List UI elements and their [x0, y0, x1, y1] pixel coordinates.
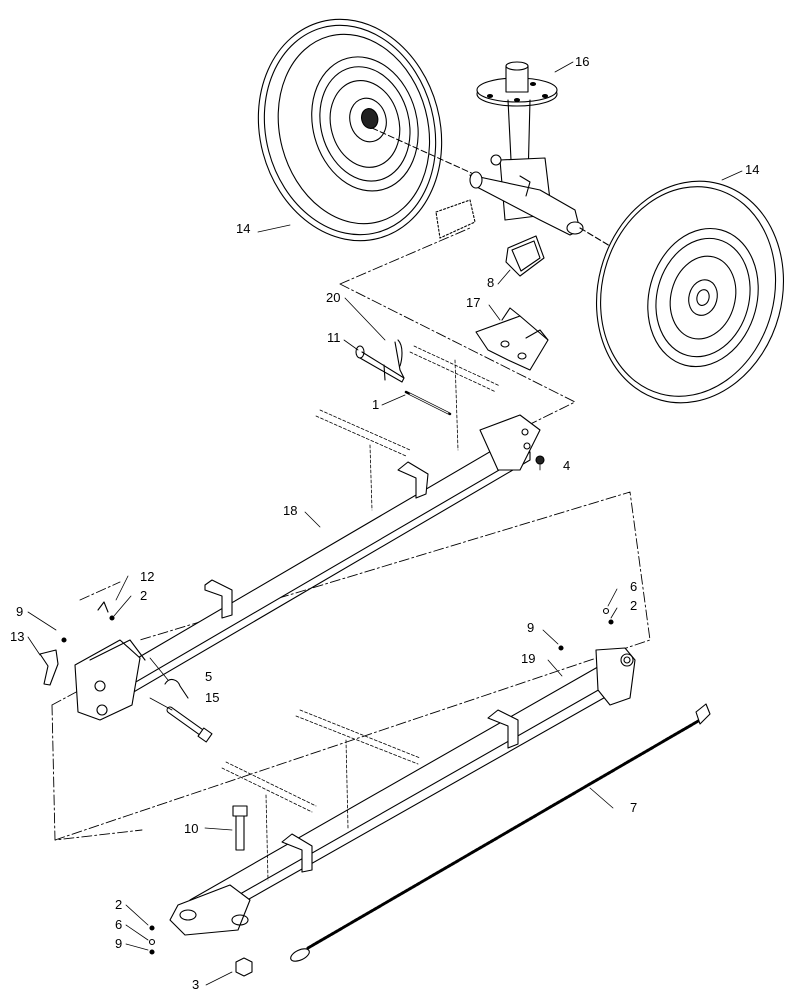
label-14-right: 14 — [745, 162, 760, 177]
clip-part-8 — [505, 235, 545, 277]
nut-3 — [235, 957, 253, 977]
label-5: 5 — [205, 669, 213, 684]
wheel-left — [257, 18, 521, 242]
label-15: 15 — [205, 690, 220, 705]
bolt-15 — [166, 706, 213, 743]
bolt-1 — [404, 390, 452, 416]
safety-chain-7 — [290, 703, 711, 962]
clip-12 — [97, 601, 109, 613]
label-2-upper: 2 — [140, 588, 148, 603]
label-10: 10 — [184, 821, 199, 836]
label-2-lower: 2 — [115, 897, 123, 912]
u-bolt-ghosts-upper — [315, 345, 501, 511]
dots-small-fasteners — [61, 607, 614, 955]
label-17: 17 — [466, 295, 481, 310]
label-7: 7 — [630, 800, 638, 815]
label-3: 3 — [192, 977, 200, 992]
label-1: 1 — [372, 397, 380, 412]
bolt-10 — [232, 805, 248, 851]
u-bolt-ghosts-lower — [221, 709, 421, 881]
wheel-right — [579, 180, 785, 404]
hairpin-20 — [394, 339, 405, 379]
label-4: 4 — [563, 458, 571, 473]
label-9-mid: 9 — [527, 620, 535, 635]
label-20: 20 — [326, 290, 341, 305]
label-14-left: 14 — [236, 221, 251, 236]
dashed-bracket-near-hub — [435, 199, 476, 239]
label-12: 12 — [140, 569, 155, 584]
label-13: 13 — [10, 629, 25, 644]
label-19: 19 — [521, 651, 536, 666]
pin-13 — [39, 649, 59, 686]
label-11: 11 — [327, 330, 341, 345]
label-8: 8 — [487, 275, 495, 290]
label-16: 16 — [575, 54, 590, 69]
nut-4 — [535, 455, 545, 465]
label-6-right: 6 — [630, 579, 638, 594]
mount-bracket-17 — [475, 307, 549, 371]
frame-arm-18 — [74, 414, 541, 721]
leader-lines — [27, 61, 743, 986]
tongue-frame-19 — [169, 647, 636, 936]
hairpin-5 — [164, 678, 189, 699]
label-2-right: 2 — [630, 598, 638, 613]
label-9-left: 9 — [16, 604, 24, 619]
assembly-outline-lower — [51, 491, 651, 841]
label-9-lower: 9 — [115, 936, 123, 951]
label-18: 18 — [283, 503, 298, 518]
spindle-hub-16 — [469, 61, 584, 236]
lynch-pin-11 — [355, 345, 405, 383]
label-6-lower: 6 — [115, 917, 123, 932]
